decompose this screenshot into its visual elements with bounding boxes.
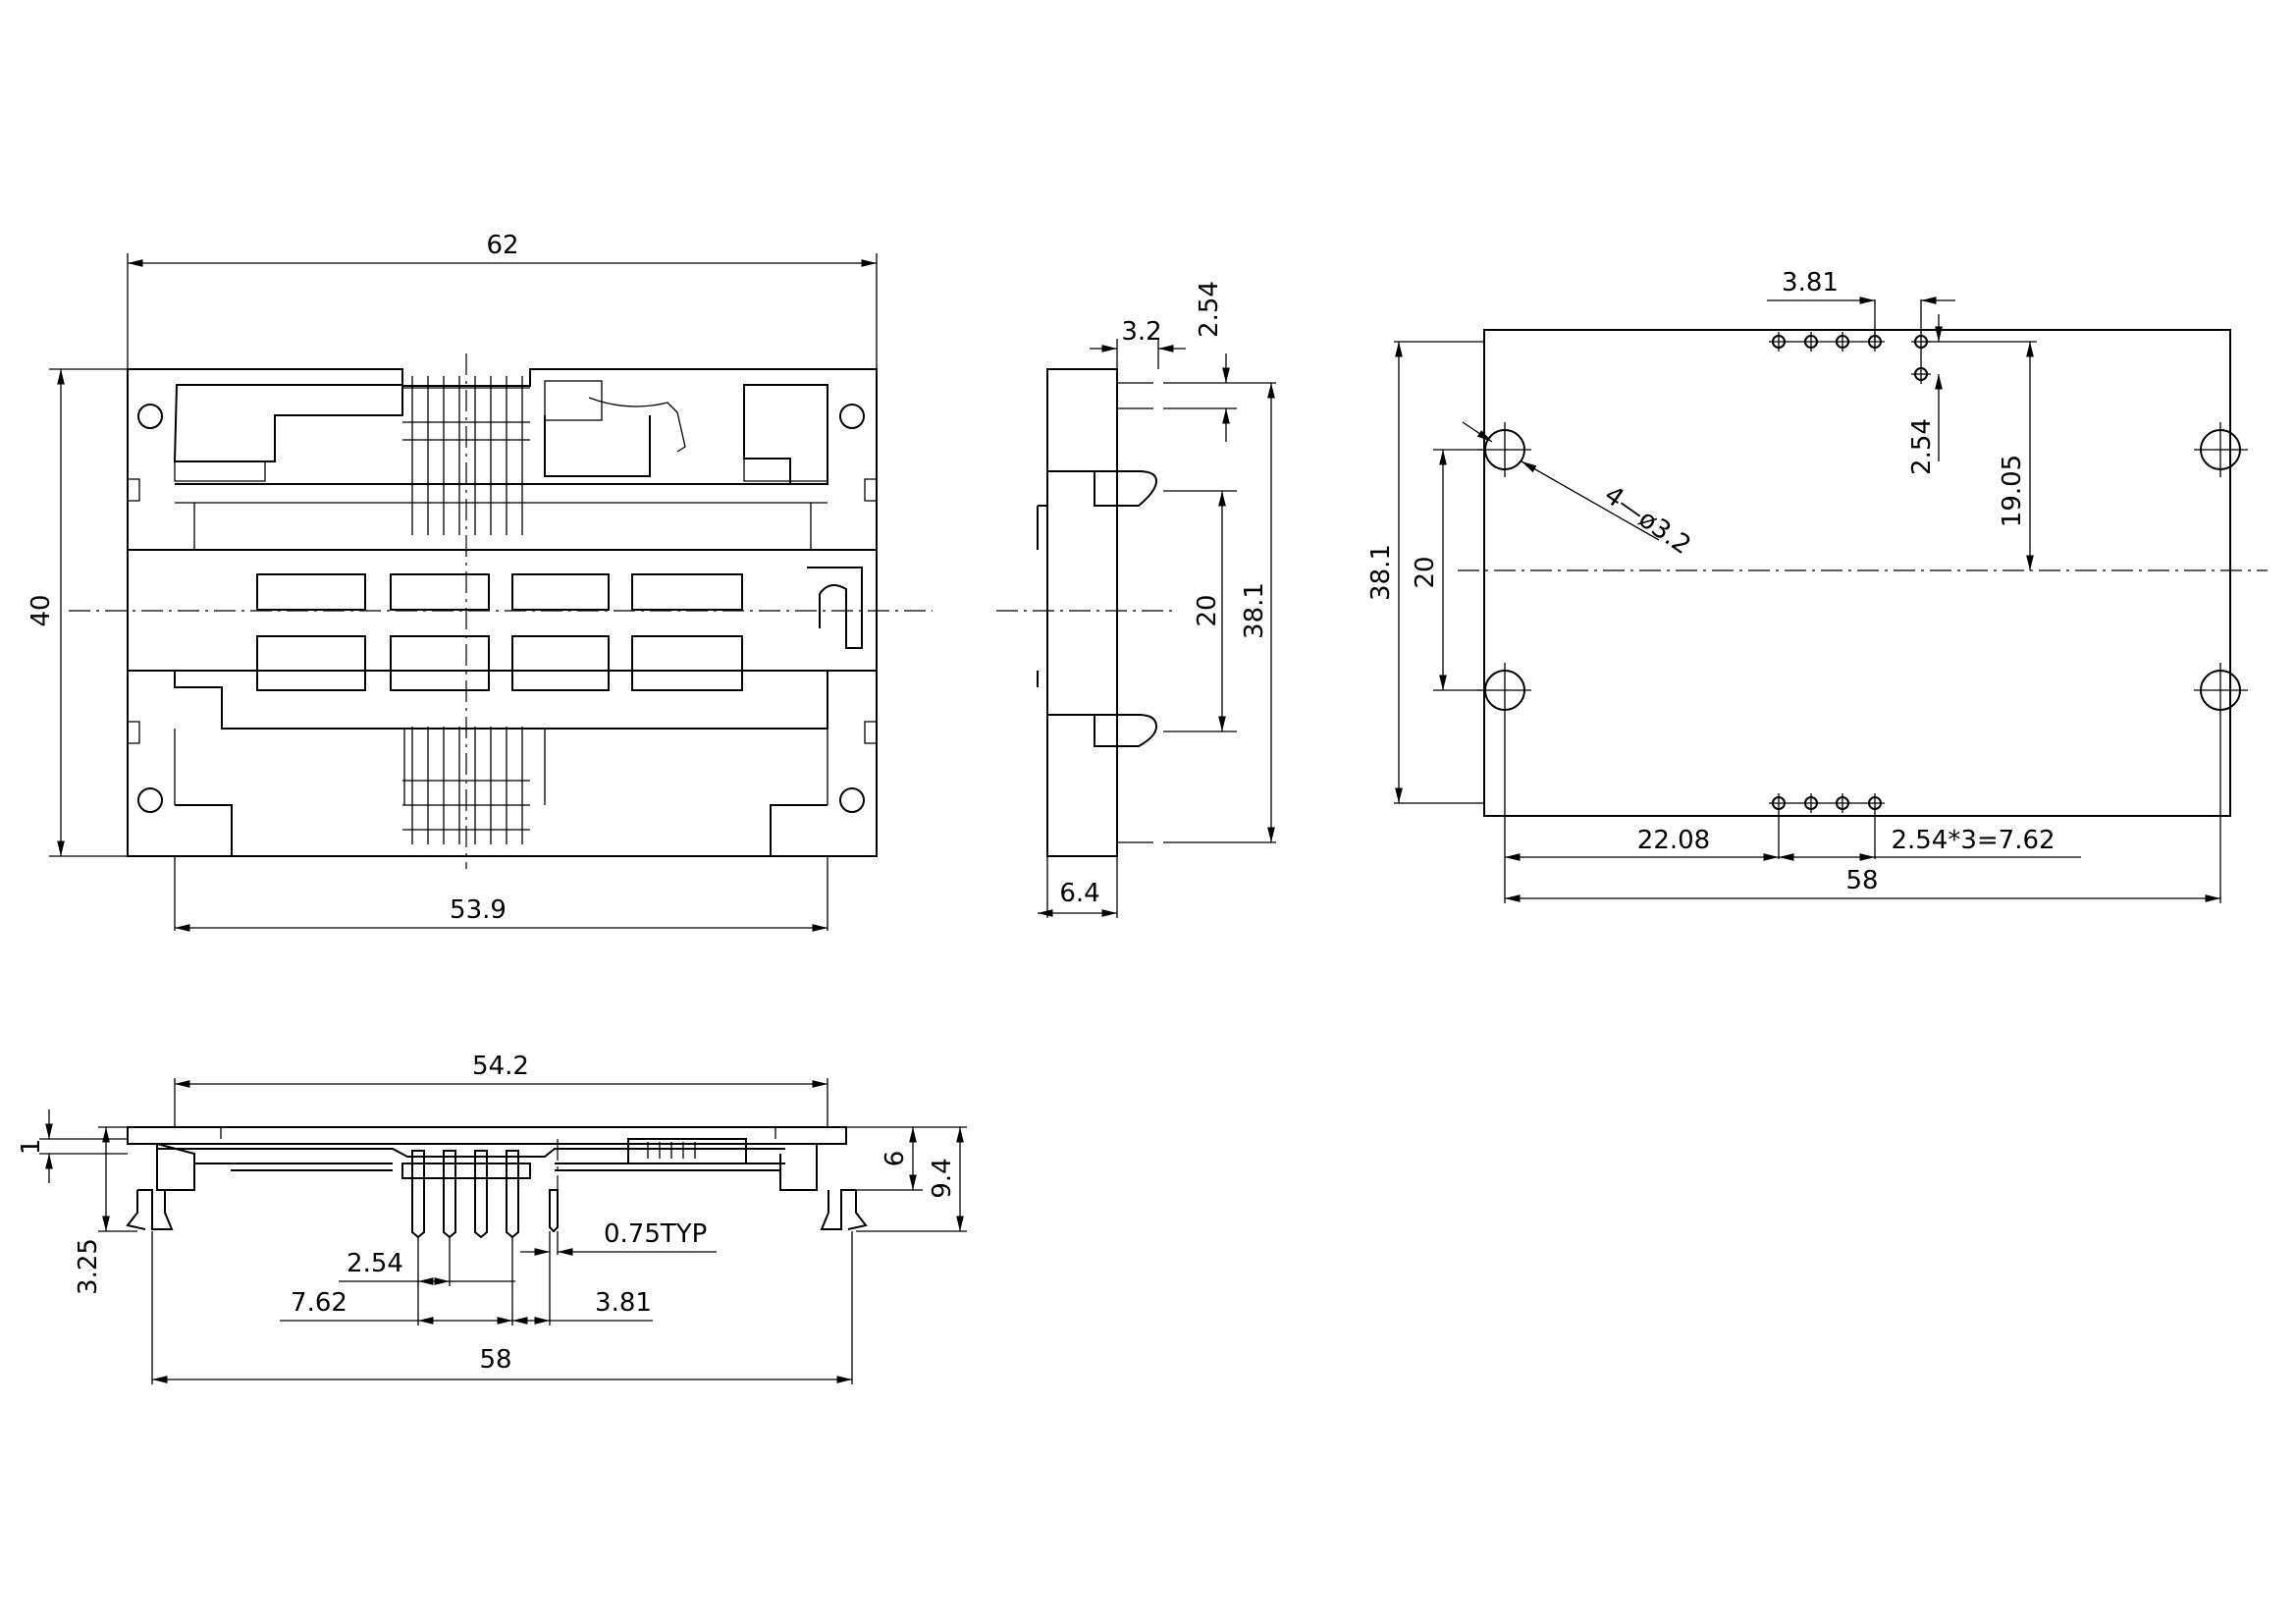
side-view [996,339,1276,918]
dim-pcb-pitch: 2.54 [1907,418,1937,475]
dim-pcb-width: 58 [1845,866,1878,895]
dim-edge-clip: 3.25 [74,1238,103,1295]
pcb-layout-view [1394,297,2268,903]
top-pin-holes [1769,332,1931,384]
dim-pcb-hole-callout: 4—ø3.2 [1599,480,1696,561]
dim-edge-body: 6 [881,1151,910,1167]
dim-pcb-offset: 22.08 [1637,826,1710,855]
dim-side-pin-span: 38.1 [1240,582,1269,639]
edge-view [39,1078,967,1384]
dim-edge-thickness: 1 [17,1139,46,1156]
dim-side-offset: 3.2 [1121,317,1161,347]
edge-contacts [401,1150,559,1239]
dim-pcb-row-height: 19.05 [1998,455,2027,527]
dim-pcb-span: 38.1 [1366,544,1396,601]
dim-edge-offset: 3.81 [595,1288,652,1318]
dim-side-depth: 6.4 [1059,879,1099,908]
dimension-labels: 62 40 53.9 3.2 2.54 20 38.1 6.4 3.81 2.5… [17,231,2056,1375]
dim-pcb-row-offset: 3.81 [1782,268,1839,298]
dim-edge-top-width: 54.2 [472,1052,529,1081]
dim-front-width: 62 [486,231,518,260]
dim-edge-pin-width: 0.75TYP [604,1219,707,1249]
dim-side-post-spacing: 20 [1193,594,1222,626]
dim-side-pitch: 2.54 [1195,281,1224,338]
dim-edge-height: 9.4 [928,1158,957,1198]
dim-front-height: 40 [27,594,56,626]
front-view [49,253,933,932]
bottom-pin-holes [1769,793,1885,859]
dim-edge-pitch: 2.54 [347,1249,403,1278]
dim-pcb-hole-spacing: 20 [1411,556,1440,588]
dim-pcb-pitch-total: 2.54*3=7.62 [1891,826,2055,855]
dim-edge-pin-span: 7.62 [291,1288,347,1318]
dim-front-inner-width: 53.9 [450,895,507,925]
dim-edge-width: 58 [479,1345,511,1375]
